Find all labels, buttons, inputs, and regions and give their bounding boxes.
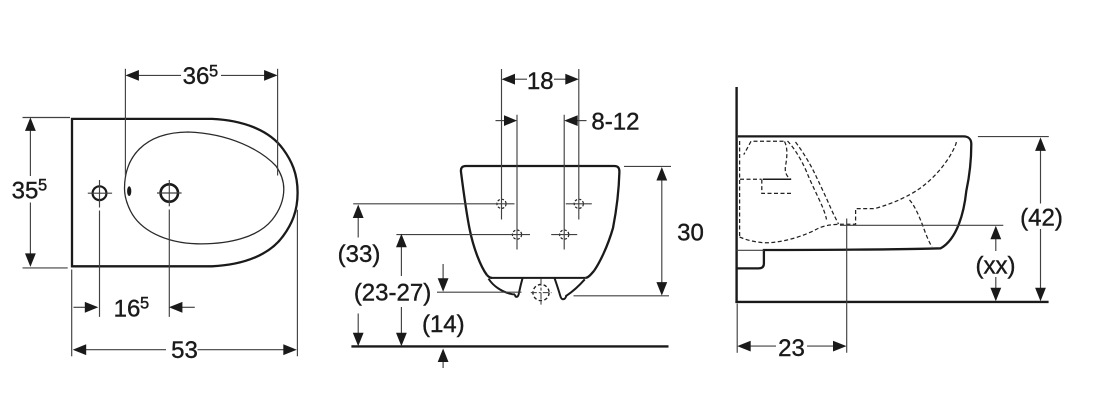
svg-text:(xx): (xx) [976,252,1016,279]
svg-text:5: 5 [209,62,218,80]
svg-text:(14): (14) [422,311,465,338]
svg-text:(23-27): (23-27) [354,280,431,307]
svg-text:(42): (42) [1020,204,1063,231]
svg-text:16: 16 [114,295,141,322]
svg-text:23: 23 [778,335,805,362]
svg-text:5: 5 [140,295,149,313]
svg-text:36: 36 [183,63,210,90]
svg-text:(33): (33) [338,241,381,268]
svg-text:35: 35 [12,177,39,204]
svg-text:8-12: 8-12 [591,108,639,135]
svg-text:30: 30 [677,219,704,246]
svg-text:53: 53 [171,337,198,364]
svg-text:18: 18 [527,68,554,95]
svg-text:5: 5 [38,177,47,195]
